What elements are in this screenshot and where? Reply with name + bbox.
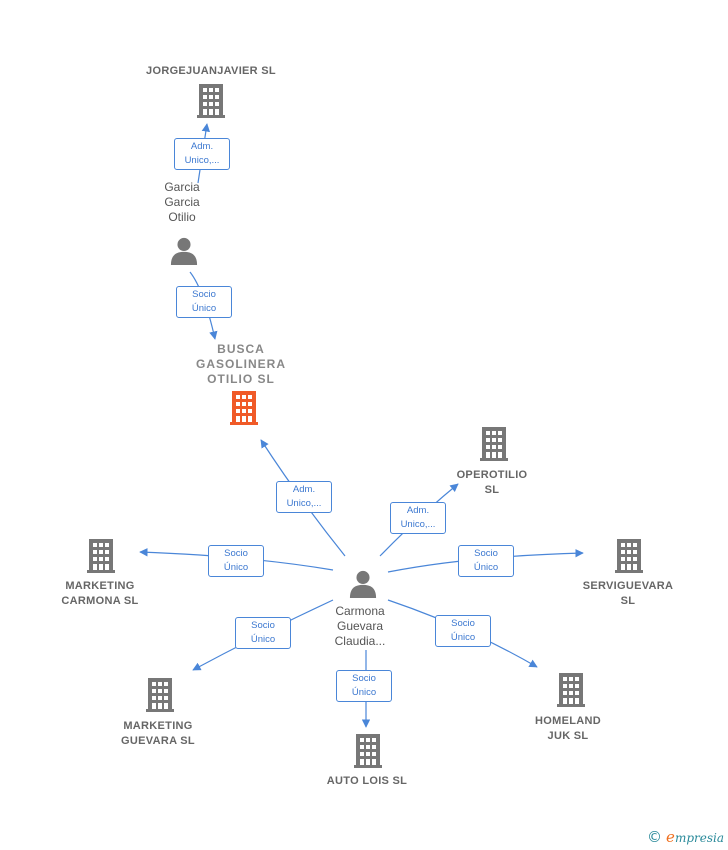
building-icon-autolois[interactable] (354, 734, 382, 768)
edge-label-carmona-busca[interactable]: Adm. Unico,... (276, 481, 332, 513)
company-name-operotilio[interactable]: OPEROTILIO SL (456, 469, 528, 496)
person-name-carmona[interactable]: Carmona Guevara Claudia... (334, 604, 386, 648)
edge-label-carmona-serviguevara[interactable]: Socio Único (458, 545, 514, 577)
building-icon-marketing_carmona[interactable] (87, 539, 115, 573)
person-name-garcia[interactable]: Garcia Garcia Otilio (164, 180, 200, 224)
edge-label-carmona-autolois[interactable]: Socio Único (336, 670, 392, 702)
edge-label-carmona-operotilio[interactable]: Adm. Unico,... (390, 502, 446, 534)
brand-watermark: ©empresia (647, 828, 724, 846)
building-icon-marketing_guevara[interactable] (146, 678, 174, 712)
company-name-marketing_guevara[interactable]: MARKETING GUEVARA SL (121, 720, 195, 747)
company-name-busca[interactable]: BUSCA GASOLINERA OTILIO SL (195, 342, 286, 386)
brand-name: mpresia (674, 831, 724, 845)
building-icon-busca[interactable] (230, 391, 258, 425)
company-name-serviguevara[interactable]: SERVIGUEVARA SL (582, 580, 674, 607)
company-name-jorgejuanjavier[interactable]: JORGEJUANJAVIER SL (146, 65, 276, 77)
edge-label-carmona-marketing_carmona[interactable]: Socio Único (208, 545, 264, 577)
building-icon-homeland[interactable] (557, 673, 585, 707)
edge-label-garcia-jorgejuanjavier[interactable]: Adm. Unico,... (174, 138, 230, 170)
person-icon-carmona[interactable] (349, 570, 377, 598)
edge-label-garcia-busca[interactable]: Socio Único (176, 286, 232, 318)
edge-label-carmona-homeland[interactable]: Socio Único (435, 615, 491, 647)
edge-label-carmona-marketing_guevara[interactable]: Socio Único (235, 617, 291, 649)
company-name-homeland[interactable]: HOMELAND JUK SL (535, 715, 601, 742)
building-icon-serviguevara[interactable] (615, 539, 643, 573)
building-icon-operotilio[interactable] (480, 427, 508, 461)
brand-initial: e (666, 828, 675, 846)
company-name-marketing_carmona[interactable]: MARKETING CARMONA SL (61, 580, 139, 607)
copyright-icon: © (647, 828, 663, 846)
company-name-autolois[interactable]: AUTO LOIS SL (326, 775, 408, 787)
person-icon-garcia[interactable] (170, 237, 198, 265)
building-icon-jorgejuanjavier[interactable] (197, 84, 225, 118)
